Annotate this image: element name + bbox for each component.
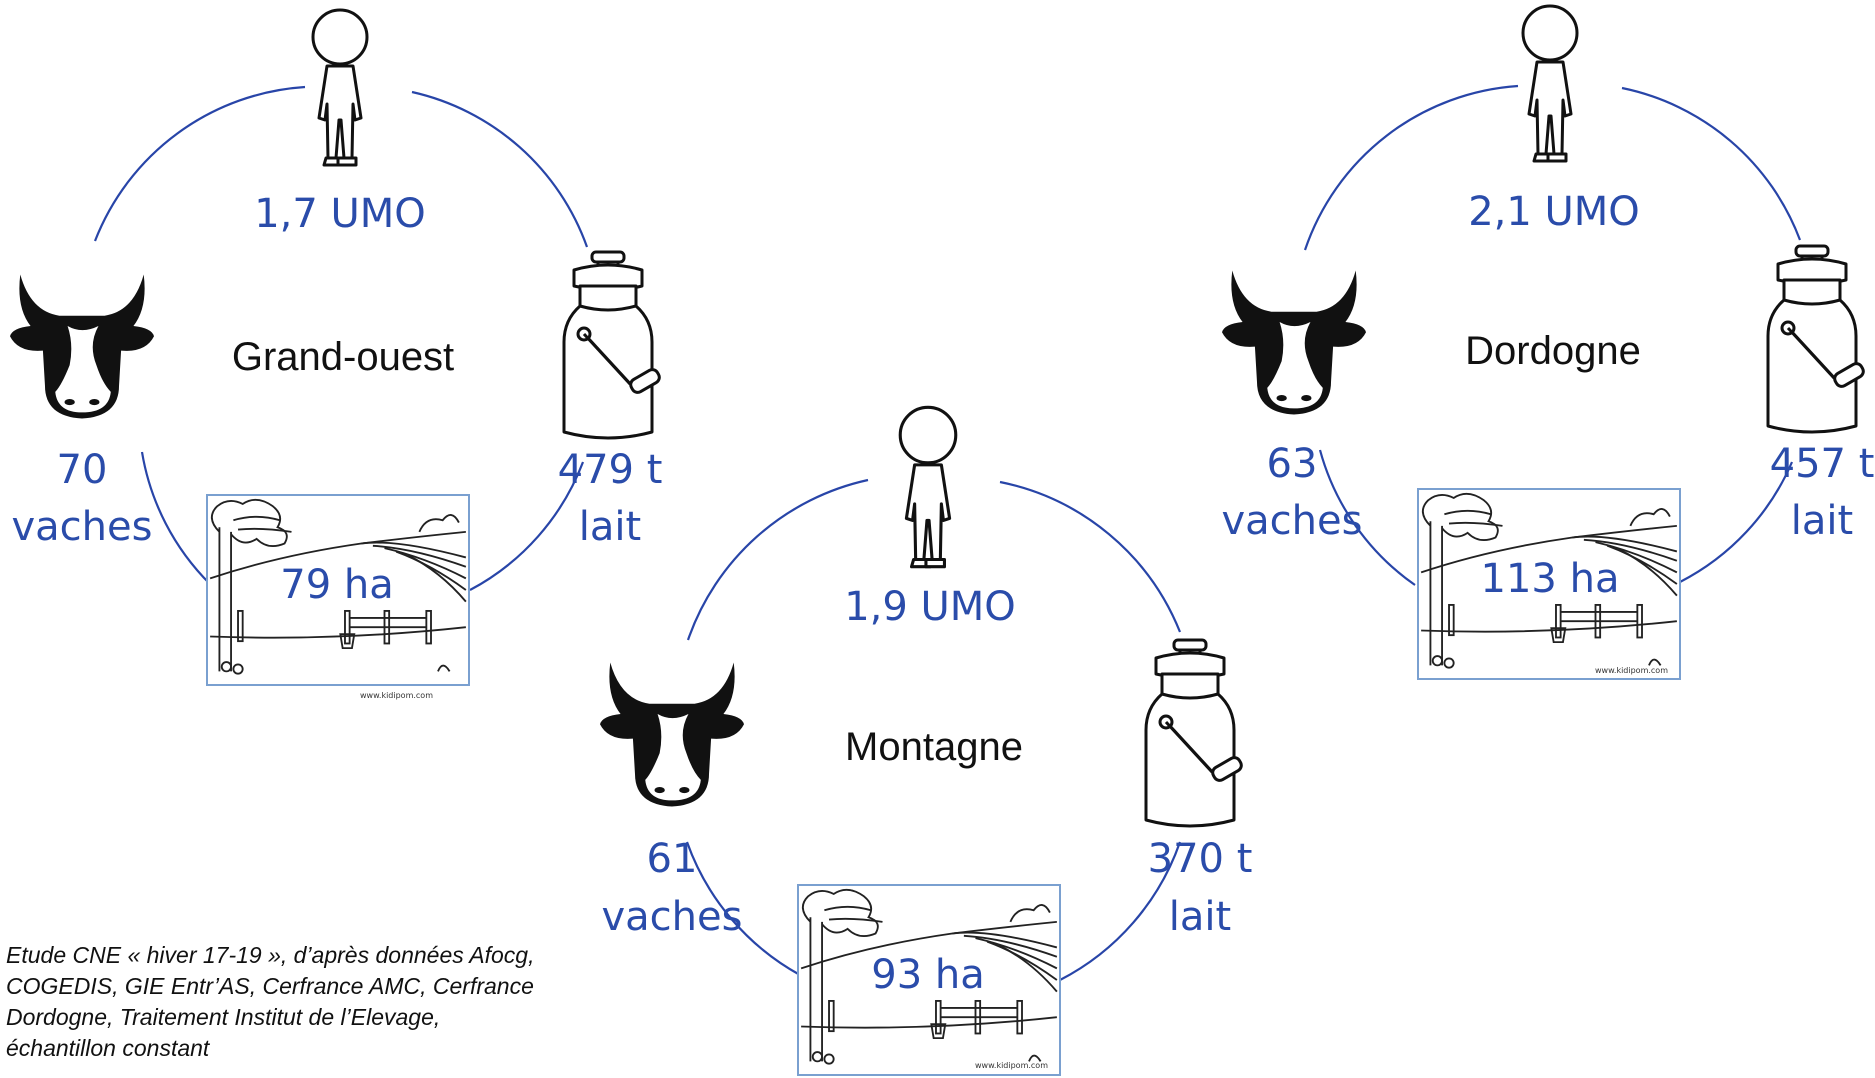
- cow-head-icon: [10, 274, 154, 419]
- milk-can-icon: [1144, 638, 1245, 828]
- cycle-arc: [1303, 84, 1519, 251]
- umo-label: 1,7 UMO: [254, 191, 426, 237]
- umo-label: 1,9 UMO: [844, 584, 1016, 630]
- cycle-arc: [686, 478, 869, 641]
- source-note: Etude CNE « hiver 17-19 », d’après donné…: [6, 940, 606, 1064]
- region-name: Montagne: [845, 725, 1023, 769]
- cycle-arc: [1059, 841, 1182, 981]
- person-icon: [1521, 4, 1579, 163]
- source-line: échantillon constant: [6, 1035, 210, 1061]
- farm-group-dordogne: www.kidipom.com 2,1 UMO Dordogne 457 t l…: [1222, 4, 1875, 680]
- lait-value: 479 t: [558, 447, 663, 493]
- cycle-arc: [1621, 86, 1802, 241]
- cow-head-icon: [600, 662, 744, 807]
- cycle-arc: [1679, 461, 1794, 583]
- farm-group-montagne: www.kidipom.com 1,9 UMO Montagne 370 t l…: [600, 405, 1253, 1076]
- lait-unit: lait: [1791, 498, 1853, 544]
- vaches-unit: vaches: [602, 894, 743, 940]
- lait-value: 370 t: [1148, 836, 1253, 882]
- vaches-unit: vaches: [1222, 498, 1363, 544]
- field-watermark: www.kidipom.com: [975, 1061, 1048, 1070]
- surface-label: 93 ha: [871, 952, 984, 998]
- milk-can-icon: [562, 250, 663, 440]
- farm-group-grand-ouest: www.kidipom.com 1,7 UMO Grand-ouest 479 …: [10, 8, 663, 700]
- source-line: COGEDIS, GIE Entr’AS, Cerfrance AMC, Cer…: [6, 973, 534, 999]
- region-name: Dordogne: [1465, 329, 1641, 373]
- person-icon: [311, 8, 369, 167]
- vaches-value: 70: [57, 447, 108, 493]
- vaches-value: 63: [1267, 441, 1318, 487]
- cycle-arc: [1318, 449, 1416, 586]
- source-line: Dordogne, Traitement Institut de l’Eleva…: [6, 1004, 441, 1030]
- vaches-value: 61: [647, 836, 698, 882]
- person-icon: [898, 405, 958, 569]
- lait-unit: lait: [1169, 894, 1231, 940]
- cycle-arc: [999, 480, 1182, 633]
- umo-label: 2,1 UMO: [1468, 189, 1640, 235]
- region-name: Grand-ouest: [232, 335, 454, 379]
- cycle-arc: [685, 841, 801, 976]
- field-watermark: www.kidipom.com: [360, 691, 433, 700]
- cow-head-icon: [1222, 270, 1366, 415]
- cycle-arc: [93, 85, 306, 242]
- lait-value: 457 t: [1770, 441, 1875, 487]
- cycle-arc: [411, 90, 589, 248]
- milk-can-icon: [1766, 244, 1867, 434]
- source-line: Etude CNE « hiver 17-19 », d’après donné…: [6, 942, 535, 968]
- cycle-arc: [140, 451, 211, 585]
- lait-unit: lait: [579, 504, 641, 550]
- surface-label: 79 ha: [280, 562, 393, 608]
- field-watermark: www.kidipom.com: [1595, 666, 1668, 675]
- surface-label: 113 ha: [1481, 556, 1620, 602]
- cycle-arc: [469, 461, 585, 591]
- vaches-unit: vaches: [12, 504, 153, 550]
